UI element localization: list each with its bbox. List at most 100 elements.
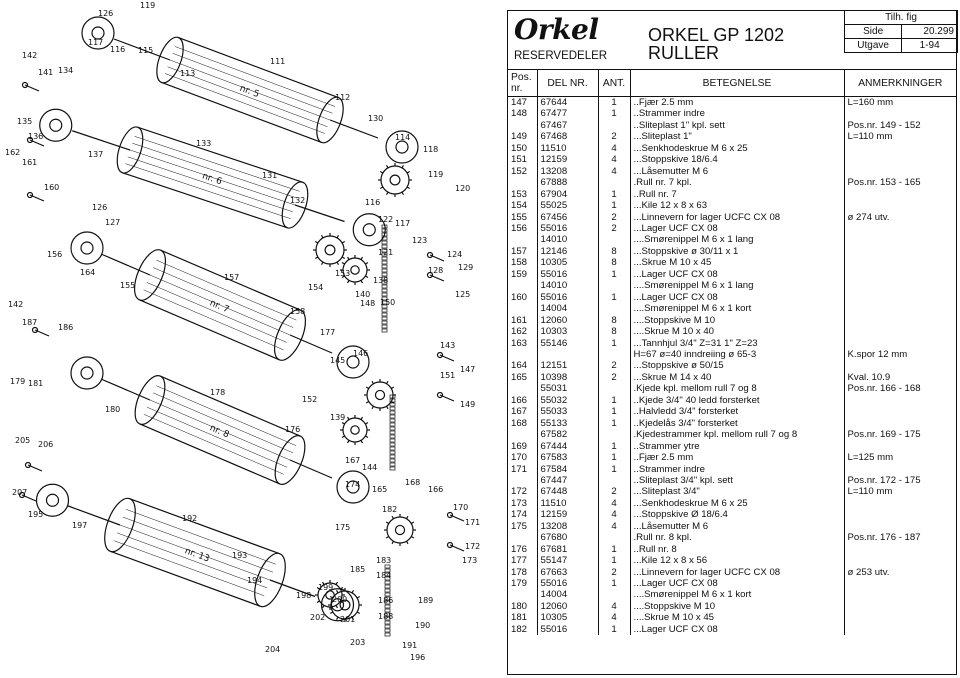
roller-5: nr. 13 <box>35 483 355 622</box>
callout-number: 150 <box>380 298 395 307</box>
callout-number: 121 <box>378 248 393 257</box>
cell-delnr: 12159 <box>536 509 598 521</box>
cell-anm <box>843 108 956 120</box>
cell-betegnelse: ....Smørenippel M 6 x 1 lang <box>629 234 844 246</box>
cell-pos <box>508 303 537 314</box>
cell-betegnelse: ...Lager UCF CX 08 <box>629 623 844 636</box>
side-value: 20.299 <box>901 24 958 39</box>
cell-betegnelse: H=67 ø=40 inndreiing ø 65-3 <box>629 348 844 361</box>
callout-number: 135 <box>17 117 32 126</box>
callout-number: 148 <box>360 299 375 308</box>
callout-number: 182 <box>382 505 397 514</box>
roller-3: nr. 7 <box>70 231 370 379</box>
sprocket <box>384 514 416 546</box>
cell-delnr: 55033 <box>536 406 598 418</box>
cell-anm <box>843 463 956 475</box>
cell-anm: K.spor 12 mm <box>843 348 956 361</box>
callout-number: 136 <box>28 132 43 141</box>
callout-number: 192 <box>182 514 197 523</box>
callout-number: 111 <box>270 57 285 66</box>
cell-delnr: 55032 <box>536 394 598 407</box>
bolt <box>446 541 465 552</box>
cell-ant <box>597 474 630 487</box>
callout-number: 177 <box>320 328 335 337</box>
cell-betegnelse: ...Lager UCF CX 08 <box>629 291 844 304</box>
callout-number: 200 <box>332 595 347 604</box>
callout-number: 137 <box>88 150 103 159</box>
cell-ant: 4 <box>597 600 630 613</box>
cell-pos: 173 <box>511 497 528 509</box>
cell-betegnelse: ...Stoppskive Ø 18/6.4 <box>629 509 844 521</box>
callout-number: 134 <box>58 66 73 75</box>
callout-number: 116 <box>110 45 125 54</box>
cell-betegnelse: ....Stoppskive M 10 <box>629 314 844 327</box>
cell-delnr: 67444 <box>536 440 598 453</box>
callout-number: 127 <box>105 218 120 227</box>
chain <box>384 564 391 637</box>
callout-number: 172 <box>465 542 480 551</box>
callout-number: 147 <box>460 365 475 374</box>
cell-pos: 167 <box>511 406 528 418</box>
cell-delnr: 67904 <box>536 188 598 201</box>
table-row: 14010 ....Smørenippel M 6 x 1 lang <box>508 234 956 246</box>
callout-number: 198 <box>296 591 311 600</box>
callout-number: 120 <box>455 184 470 193</box>
callout-number: 186 <box>58 323 73 332</box>
bearing-flange <box>336 470 370 504</box>
roller-label: nr. 7 <box>208 298 230 315</box>
cell-ant: 2 <box>597 566 630 579</box>
cell-ant: 1 <box>597 555 630 567</box>
bearing-flange <box>336 345 370 379</box>
cell-delnr: 14010 <box>536 234 598 246</box>
cell-pos <box>508 120 537 131</box>
callout-number: 155 <box>120 281 135 290</box>
cell-betegnelse: ...Stoppskive 18/6.4 <box>629 154 844 166</box>
callout-number: 162 <box>5 148 20 157</box>
cell-ant: 2 <box>597 486 630 498</box>
callout-number: 165 <box>372 485 387 494</box>
callout-number: 156 <box>47 250 62 259</box>
callout-number: 138 <box>373 276 388 285</box>
callout-number: 114 <box>395 133 410 142</box>
col-delnr: DEL NR. <box>536 70 598 97</box>
cell-pos: 178 <box>511 566 528 578</box>
cell-anm <box>843 394 956 407</box>
cell-anm <box>843 200 956 212</box>
callout-number: 203 <box>350 638 365 647</box>
cell-anm <box>843 222 956 235</box>
cell-betegnelse: ..Kjedelås 3/4" forsterket <box>629 417 844 430</box>
document-subtitle: RESERVEDELER <box>514 50 608 62</box>
callout-number: 158 <box>290 307 305 316</box>
callout-number: 187 <box>22 318 37 327</box>
cell-anm: Pos.nr. 153 - 165 <box>843 177 956 189</box>
cell-ant: 8 <box>597 314 630 327</box>
cell-betegnelse: ...Skrue M 14 x 40 <box>629 371 844 384</box>
sprocket <box>378 163 412 197</box>
cell-anm <box>843 337 956 349</box>
cell-anm <box>843 578 956 590</box>
cell-ant <box>597 589 630 601</box>
bearing-flange <box>385 130 419 164</box>
callout-number: 142 <box>22 51 37 60</box>
callout-number: 122 <box>378 215 393 224</box>
cell-pos <box>508 589 537 600</box>
cell-betegnelse: ...Låsemutter M 6 <box>629 165 844 178</box>
cell-anm <box>843 497 956 510</box>
cell-delnr: 55016 <box>536 578 598 590</box>
cell-ant: 1 <box>597 108 630 120</box>
cell-ant: 4 <box>597 142 630 155</box>
cell-ant: 1 <box>597 96 630 109</box>
callout-number: 119 <box>428 170 443 179</box>
utgave-label: Utgave <box>843 38 903 53</box>
cell-ant: 1 <box>597 452 630 464</box>
cell-ant: 2 <box>597 211 630 223</box>
cell-anm <box>843 406 956 418</box>
cell-pos: 159 <box>511 268 528 280</box>
